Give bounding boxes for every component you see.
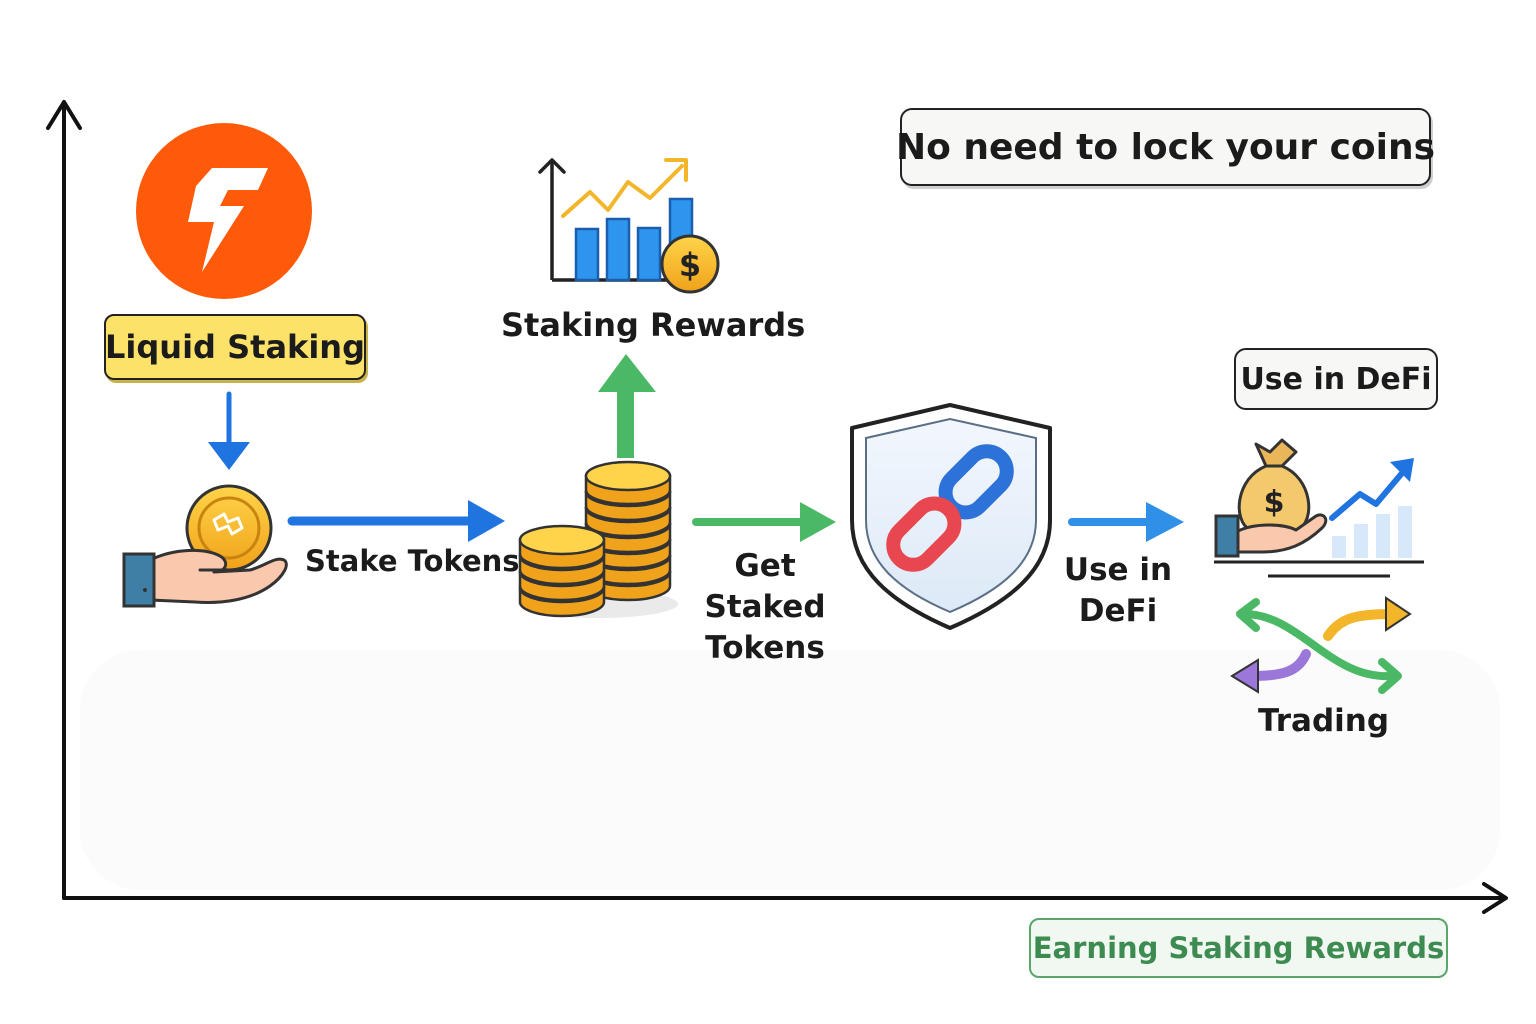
x-axis-label: Earning Staking Rewards: [1029, 918, 1448, 978]
use-in-defi-arrow: [1068, 502, 1184, 542]
stake-tokens-arrow: [287, 500, 505, 542]
shield-chain-link-icon: [850, 403, 1052, 630]
coin-face: [584, 460, 672, 492]
coin-face: [518, 524, 606, 556]
get-staked-tokens-label: Get Staked Tokens: [704, 548, 826, 666]
trading-label: Trading: [1258, 703, 1390, 739]
liquid-staking-label: Liquid Staking: [104, 314, 366, 380]
rewards-up-arrow: [598, 354, 656, 458]
floor-shading: [80, 650, 1500, 890]
x-axis: [62, 882, 1508, 914]
crossing-arrows-icon: [1230, 596, 1412, 694]
svg-text:$: $: [679, 246, 701, 284]
money-bag-hand-icon: $: [1214, 438, 1424, 578]
down-arrow: [208, 391, 250, 470]
staking-rewards-label: Staking Rewards: [501, 306, 806, 344]
use-in-defi-badge: Use in DeFi: [1234, 348, 1438, 410]
get-staked-tokens-arrow: [692, 502, 836, 542]
no-lock-note: No need to lock your coins: [896, 108, 1435, 186]
hand-holding-coin-icon: [122, 484, 288, 608]
coin-stacks-icon: [518, 460, 678, 618]
lightning-logo-icon: [136, 123, 312, 299]
bar-chart-dollar-icon: $: [538, 158, 720, 294]
stake-tokens-label: Stake Tokens: [305, 544, 520, 578]
y-axis: [46, 100, 82, 900]
use-in-defi-label: Use in DeFi: [1063, 552, 1173, 629]
svg-text:$: $: [1264, 485, 1285, 520]
